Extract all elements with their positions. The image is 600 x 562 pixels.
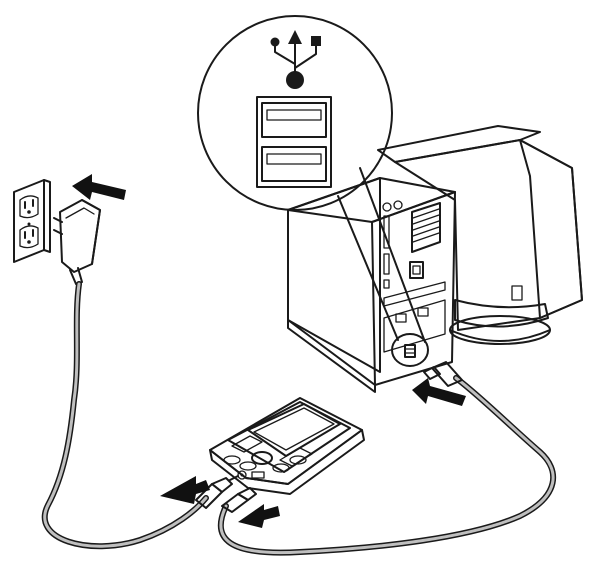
power-socket-icon [409, 261, 424, 279]
usb-plug-computer [423, 361, 463, 387]
hardware-button-icon [289, 455, 307, 465]
zoom-line [359, 167, 426, 343]
rear-vent-icon [411, 202, 441, 253]
navigator-button-icon [251, 451, 273, 465]
usb-magnifier-callout [197, 15, 393, 211]
insert-arrow-icon [238, 504, 280, 528]
crt-monitor [377, 125, 583, 345]
power-cable [41, 281, 209, 550]
ac-adapter [53, 199, 101, 285]
insert-arrow-icon [160, 476, 210, 504]
io-port-icon [383, 253, 390, 275]
device-screen [247, 403, 341, 457]
usb-port-icon [256, 96, 332, 188]
fan-icon [393, 200, 403, 210]
insert-arrow-icon [412, 378, 466, 406]
io-port-icon [383, 279, 390, 289]
usb-symbol-icon [270, 30, 321, 89]
usb-plug-device [221, 487, 257, 513]
desktop-tower [287, 177, 456, 393]
fan-icon [382, 202, 392, 212]
power-jack-icon [237, 470, 247, 480]
zoom-line [337, 195, 399, 341]
tower-usb-port-icon [404, 344, 416, 358]
handheld-device [209, 397, 365, 495]
insert-arrow-icon [72, 174, 126, 200]
mini-usb-port-icon [251, 471, 265, 479]
hardware-button-icon [239, 461, 257, 471]
hardware-button-icon [272, 463, 290, 473]
monitor-power-socket-icon [511, 285, 523, 301]
port-highlight-ring [391, 333, 429, 367]
power-outlet-icon [13, 179, 51, 263]
hardware-button-icon [223, 455, 241, 465]
